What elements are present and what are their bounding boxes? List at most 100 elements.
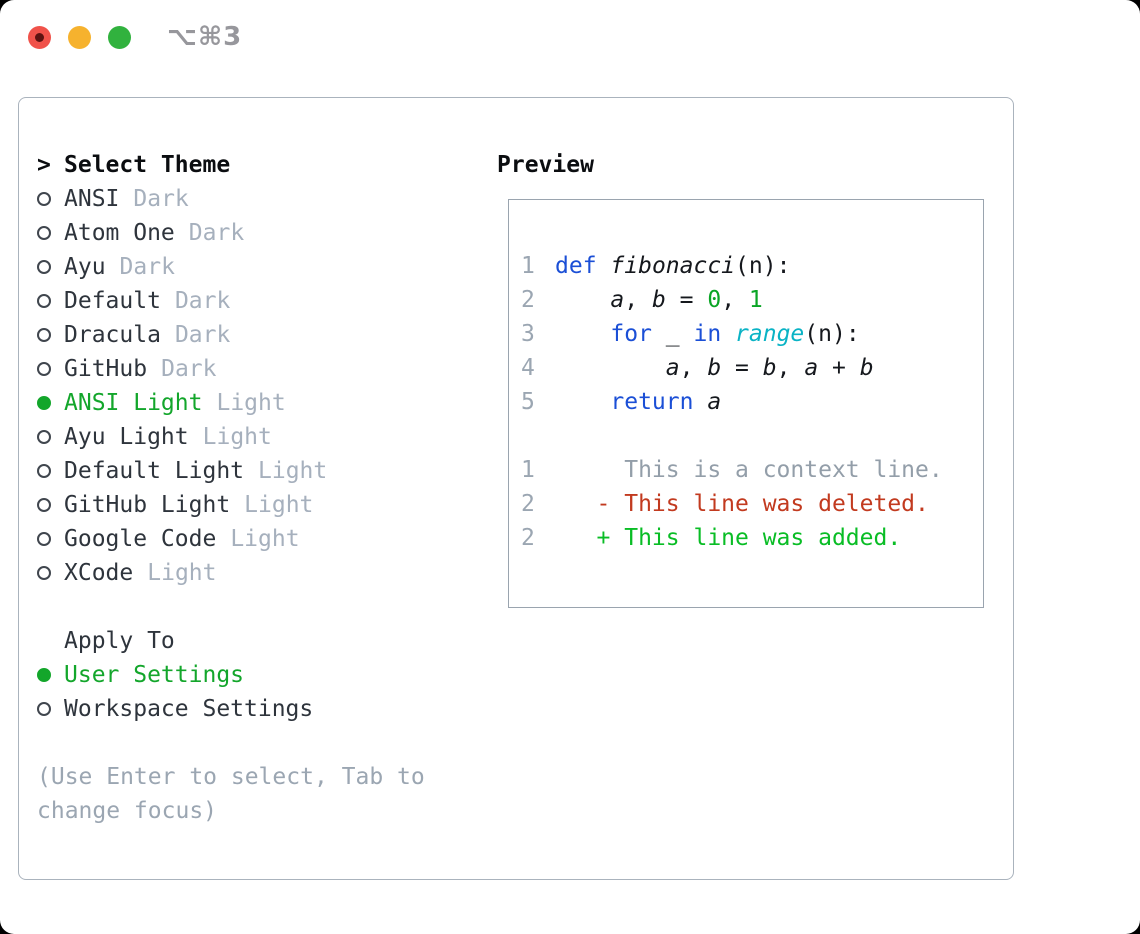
- radio-icon: [37, 328, 51, 342]
- theme-variant-tag: Light: [244, 492, 314, 518]
- preview-title: Preview: [497, 152, 594, 178]
- theme-option-label: Dracula: [64, 322, 161, 348]
- radio-selected-icon: [37, 396, 51, 410]
- apply-option-label: User Settings: [64, 662, 245, 688]
- theme-option[interactable]: Dracula Dark: [37, 318, 449, 352]
- radio-icon: [37, 362, 51, 376]
- apply-option-label: Workspace Settings: [64, 696, 314, 722]
- radio-icon: [37, 566, 51, 580]
- line-number: 2: [521, 491, 535, 517]
- theme-option[interactable]: GitHub Light Light: [37, 488, 449, 522]
- line-content: a, b = 0, 1: [610, 287, 763, 313]
- theme-option-label: Default: [64, 288, 161, 314]
- zoom-button[interactable]: [108, 26, 131, 49]
- radio-icon: [37, 226, 51, 240]
- select-theme-header-row: > Select Theme: [37, 148, 449, 182]
- theme-variant-tag: Dark: [133, 186, 189, 212]
- focus-caret-icon: >: [37, 152, 51, 178]
- line-number: 2: [521, 287, 535, 313]
- minimize-button[interactable]: [68, 26, 91, 49]
- code-line: 2 a, b = 0, 1: [521, 283, 983, 317]
- keyboard-hint: (Use Enter to select, Tab to change focu…: [37, 764, 425, 824]
- radio-icon: [37, 192, 51, 206]
- theme-option-label: ANSI Light: [64, 390, 203, 416]
- theme-option-label: Default Light: [64, 458, 245, 484]
- theme-variant-tag: Dark: [161, 356, 217, 382]
- radio-icon: [37, 294, 51, 308]
- radio-selected-icon: [37, 668, 51, 682]
- theme-variant-tag: Light: [216, 390, 286, 416]
- theme-variant-tag: Light: [230, 526, 300, 552]
- diff-line: 2 + This line was added.: [521, 521, 983, 555]
- theme-option[interactable]: Default Dark: [37, 284, 449, 318]
- radio-icon: [37, 464, 51, 478]
- radio-icon: [37, 532, 51, 546]
- line-number: 5: [521, 389, 535, 415]
- line-number: 2: [521, 525, 535, 551]
- code-line: 4 a, b = b, a + b: [521, 351, 983, 385]
- code-line: 3 for _ in range(n):: [521, 317, 983, 351]
- theme-option[interactable]: Google Code Light: [37, 522, 449, 556]
- radio-icon: [37, 498, 51, 512]
- line-content: This is a context line.: [555, 457, 943, 483]
- theme-option-label: Ayu: [64, 254, 106, 280]
- line-content: return a: [610, 389, 722, 415]
- code-line: 5 return a: [521, 385, 983, 419]
- theme-option[interactable]: XCode Light: [37, 556, 449, 590]
- blank-line: [521, 419, 983, 453]
- theme-option-label: Atom One: [64, 220, 175, 246]
- theme-option-label: ANSI: [64, 186, 120, 212]
- theme-option[interactable]: Default Light Light: [37, 454, 449, 488]
- window-controls: [28, 26, 131, 49]
- diff-line: 1 This is a context line.: [521, 453, 983, 487]
- theme-variant-tag: Dark: [174, 322, 231, 348]
- theme-option-label: XCode: [64, 560, 134, 586]
- code-line: 1 def fibonacci(n):: [521, 249, 983, 283]
- radio-icon: [37, 702, 51, 716]
- theme-variant-tag: Dark: [188, 220, 245, 246]
- line-content: for _ in range(n):: [610, 321, 860, 347]
- theme-variant-tag: Light: [147, 560, 217, 586]
- theme-option-label: Google Code: [64, 526, 217, 552]
- line-number: [521, 419, 555, 453]
- theme-variant-tag: Light: [202, 424, 272, 450]
- theme-option-label: Ayu Light: [64, 424, 189, 450]
- line-content: - This line was deleted.: [555, 491, 929, 517]
- line-content: + This line was added.: [555, 525, 902, 551]
- close-dot-icon: [35, 33, 44, 42]
- theme-variant-tag: Light: [258, 458, 328, 484]
- apply-option[interactable]: User Settings: [37, 658, 449, 692]
- line-content: a, b = b, a + b: [665, 355, 874, 381]
- window-title: ⌥⌘3: [167, 22, 243, 52]
- line-content: def fibonacci(n):: [555, 253, 791, 279]
- theme-option[interactable]: Ayu Dark: [37, 250, 449, 284]
- title-bar: ⌥⌘3: [0, 0, 1140, 72]
- line-number: 1: [521, 253, 535, 279]
- line-number: 1: [521, 457, 535, 483]
- theme-variant-tag: Dark: [174, 288, 231, 314]
- line-number: 4: [521, 355, 535, 381]
- radio-icon: [37, 430, 51, 444]
- apply-option[interactable]: Workspace Settings: [37, 692, 449, 726]
- theme-option[interactable]: ANSI Dark: [37, 182, 449, 216]
- theme-variant-tag: Dark: [119, 254, 175, 280]
- theme-option-label: GitHub: [64, 356, 148, 382]
- apply-to-header-row: Apply To: [37, 624, 449, 658]
- theme-option[interactable]: ANSI Light Light: [37, 386, 449, 420]
- theme-option[interactable]: Ayu Light Light: [37, 420, 449, 454]
- theme-option-label: GitHub Light: [64, 492, 231, 518]
- theme-option[interactable]: GitHub Dark: [37, 352, 449, 386]
- line-number: 3: [521, 321, 535, 347]
- theme-option[interactable]: Atom One Dark: [37, 216, 449, 250]
- radio-icon: [37, 260, 51, 274]
- diff-line: 2 - This line was deleted.: [521, 487, 983, 521]
- close-button[interactable]: [28, 26, 51, 49]
- select-theme-title: Select Theme: [64, 152, 231, 178]
